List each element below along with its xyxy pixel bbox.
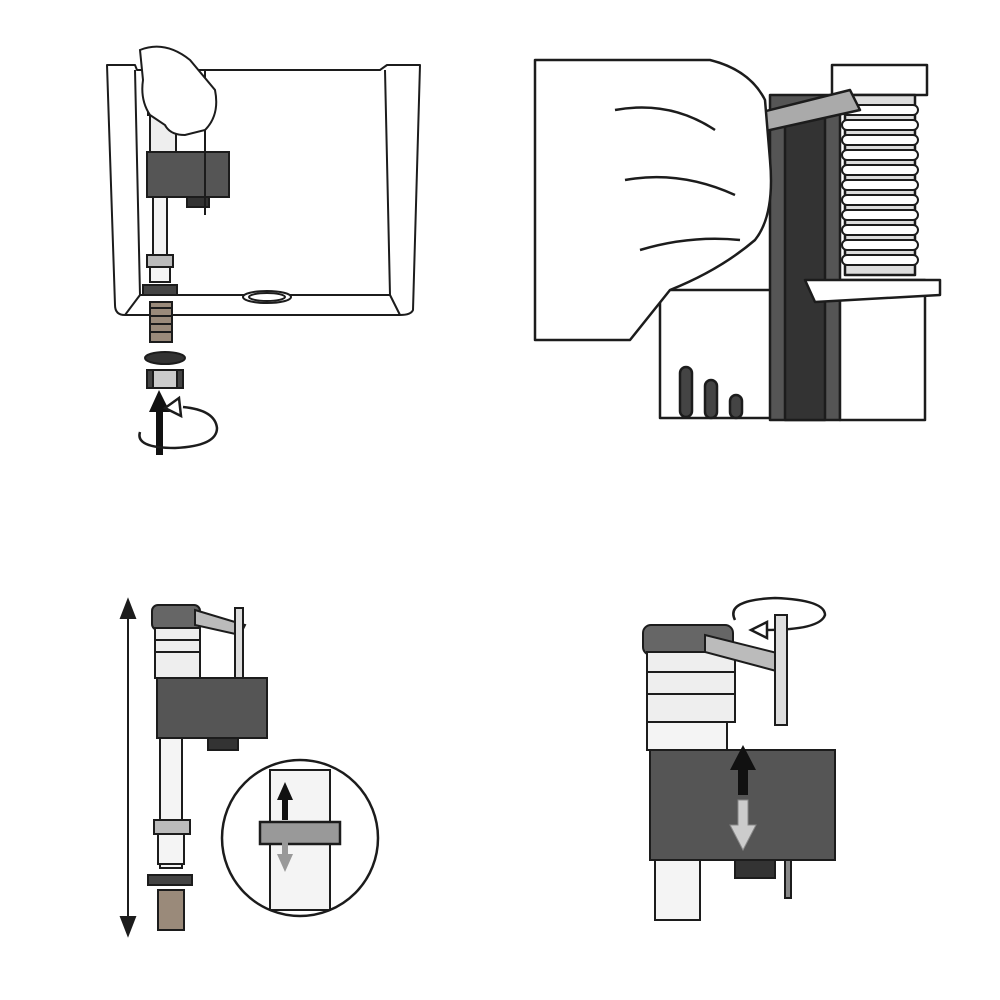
panel-hand-lever (530, 40, 950, 440)
clip-bracket (803, 278, 942, 304)
washer-and-nut (144, 351, 186, 389)
fill-valve (147, 604, 268, 931)
up-arrow-icon (730, 745, 756, 795)
height-adjust-illustration (119, 597, 380, 938)
hand (138, 45, 218, 137)
down-arrow-icon (729, 799, 757, 852)
rotate-arrow-icon (732, 596, 827, 641)
magnified-detail (220, 758, 380, 918)
hand (533, 58, 773, 342)
install-valve-illustration (106, 45, 421, 455)
panel-install-valve (95, 40, 435, 470)
rotate-arrow-icon (138, 395, 219, 450)
height-arrow-icon (119, 597, 137, 938)
up-arrow-icon (277, 782, 293, 820)
hand-lever-illustration (533, 58, 942, 422)
float-adjust-illustration (642, 596, 836, 921)
panel-height-adjust (100, 590, 400, 950)
up-arrow-icon (149, 390, 170, 455)
down-arrow-icon (277, 834, 293, 872)
panel-float-adjust (625, 590, 885, 950)
